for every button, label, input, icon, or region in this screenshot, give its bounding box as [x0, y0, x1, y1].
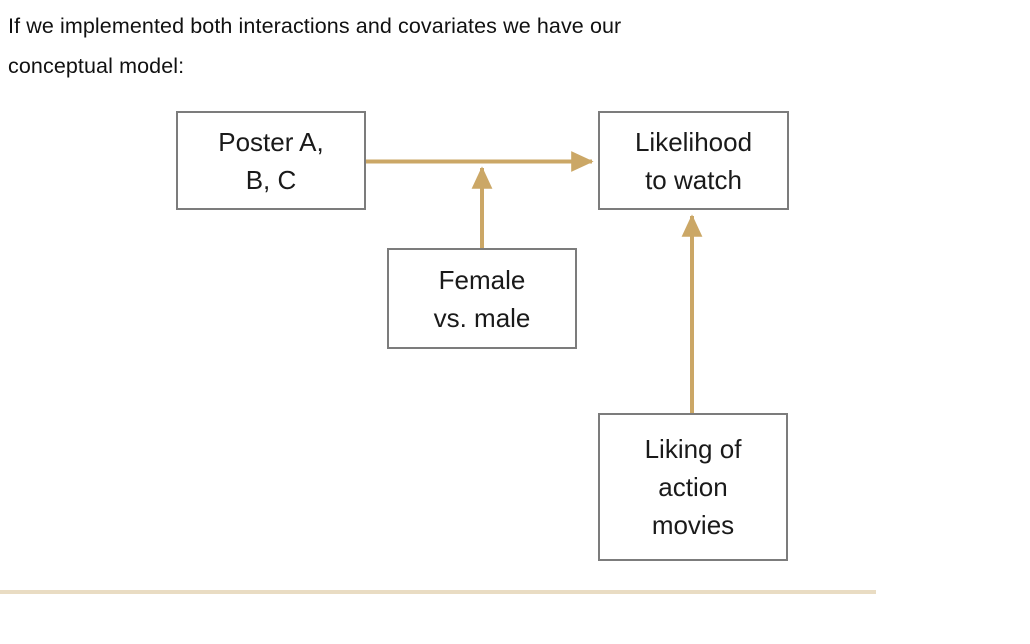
node-poster-abc-label: Poster A, B, C: [218, 126, 324, 195]
node-likelihood-to-watch: Likelihood to watch: [598, 111, 789, 210]
intro-paragraph: If we implemented both interactions and …: [8, 14, 622, 78]
node-female-vs-male: Female vs. male: [387, 248, 577, 349]
node-female-vs-male-label: Female vs. male: [433, 264, 531, 333]
node-liking-of-action-movies-label: Liking of action movies: [644, 434, 742, 540]
node-likelihood-to-watch-label: Likelihood to watch: [634, 126, 753, 195]
bottom-divider: [0, 590, 876, 594]
node-liking-of-action-movies: Liking of action movies: [598, 413, 788, 561]
node-poster-abc: Poster A, B, C: [176, 111, 366, 210]
